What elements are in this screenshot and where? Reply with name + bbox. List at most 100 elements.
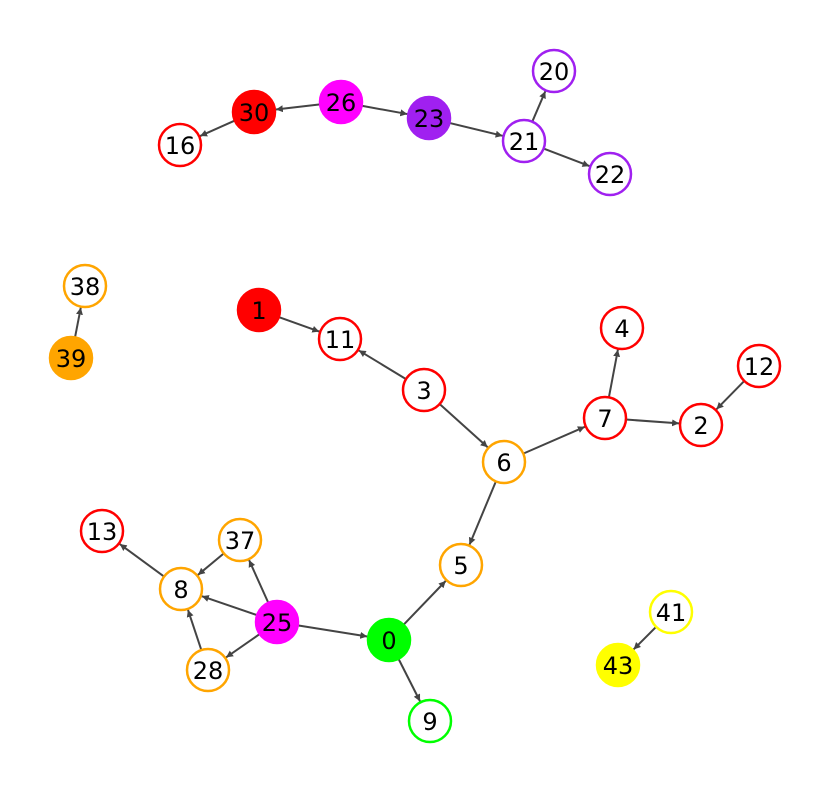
node-circle [317, 316, 363, 362]
node-37: 37 [217, 517, 263, 563]
edge-41-43 [632, 626, 657, 651]
edge-21-22 [543, 147, 590, 168]
node-circle [407, 698, 453, 744]
node-9: 9 [407, 698, 453, 744]
node-11: 11 [317, 316, 363, 362]
node-22: 22 [587, 151, 633, 197]
node-label: 28 [193, 657, 224, 685]
node-label: 5 [453, 552, 468, 580]
edge-0-5 [402, 580, 447, 626]
node-circle [501, 118, 547, 164]
edge-26-23 [361, 104, 408, 117]
node-label: 11 [325, 326, 356, 354]
node-label: 4 [614, 315, 629, 343]
edge-39-38 [74, 307, 83, 338]
node-label: 0 [381, 627, 396, 655]
node-8: 8 [158, 566, 204, 612]
node-circle [157, 122, 203, 168]
edge-28-8 [186, 609, 203, 651]
edge-37-8 [197, 552, 225, 576]
node-circle [318, 79, 364, 125]
node-23: 23 [406, 95, 452, 141]
node-circle [231, 89, 277, 135]
node-label: 3 [416, 377, 431, 405]
node-label: 2 [693, 412, 708, 440]
node-label: 38 [70, 273, 101, 301]
node-2: 2 [678, 402, 724, 448]
node-label: 12 [744, 353, 775, 381]
edge-8-13 [119, 543, 165, 578]
edge-6-5 [468, 480, 497, 546]
node-circle [481, 439, 527, 485]
node-circle [79, 508, 125, 554]
node-13: 13 [79, 508, 125, 554]
edge-26-30 [275, 103, 321, 113]
node-label: 1 [251, 297, 266, 325]
node-circle [401, 367, 447, 413]
node-label: 20 [539, 58, 570, 86]
node-4: 4 [599, 305, 645, 351]
node-circle [587, 151, 633, 197]
node-38: 38 [62, 263, 108, 309]
node-label: 43 [603, 652, 634, 680]
node-3: 3 [401, 367, 447, 413]
node-30: 30 [231, 89, 277, 135]
edges-layer [74, 90, 745, 702]
node-circle [678, 402, 724, 448]
node-0: 0 [366, 617, 412, 663]
node-circle [582, 395, 628, 441]
node-label: 21 [509, 128, 540, 156]
node-circle [48, 335, 94, 381]
node-16: 16 [157, 122, 203, 168]
node-label: 13 [87, 518, 118, 546]
node-circle [254, 599, 300, 645]
node-21: 21 [501, 118, 547, 164]
node-circle [236, 287, 282, 333]
edge-6-7 [522, 425, 586, 455]
node-label: 23 [414, 105, 445, 133]
edge-25-0 [297, 624, 368, 639]
node-label: 37 [225, 527, 256, 555]
node-7: 7 [582, 395, 628, 441]
edge-30-16 [199, 119, 236, 137]
node-41: 41 [648, 589, 694, 635]
node-26: 26 [318, 79, 364, 125]
node-39: 39 [48, 335, 94, 381]
edge-25-28 [225, 633, 261, 659]
node-label: 25 [262, 609, 293, 637]
node-circle [648, 589, 694, 635]
node-circle [366, 617, 412, 663]
node-12: 12 [736, 343, 782, 389]
edge-1-11 [278, 316, 320, 333]
node-circle [595, 642, 641, 688]
node-circle [599, 305, 645, 351]
node-circle [736, 343, 782, 389]
node-1: 1 [236, 287, 282, 333]
node-label: 30 [239, 99, 270, 127]
node-circle [438, 542, 484, 588]
node-20: 20 [531, 48, 577, 94]
node-label: 9 [422, 708, 437, 736]
node-label: 26 [326, 89, 357, 117]
edge-3-11 [358, 349, 407, 380]
edge-7-4 [607, 349, 621, 398]
node-label: 6 [496, 449, 511, 477]
node-label: 16 [165, 132, 196, 160]
edge-25-37 [248, 559, 270, 604]
node-circle [406, 95, 452, 141]
edge-25-8 [201, 595, 258, 617]
edge-23-21 [449, 121, 503, 138]
node-label: 8 [173, 576, 188, 604]
node-circle [62, 263, 108, 309]
edge-0-9 [397, 658, 421, 702]
edge-21-20 [531, 90, 547, 123]
edge-12-2 [715, 380, 745, 411]
node-28: 28 [185, 647, 231, 693]
node-label: 41 [656, 599, 687, 627]
edge-3-6 [438, 403, 489, 449]
node-25: 25 [254, 599, 300, 645]
node-label: 39 [56, 345, 87, 373]
node-6: 6 [481, 439, 527, 485]
node-43: 43 [595, 642, 641, 688]
